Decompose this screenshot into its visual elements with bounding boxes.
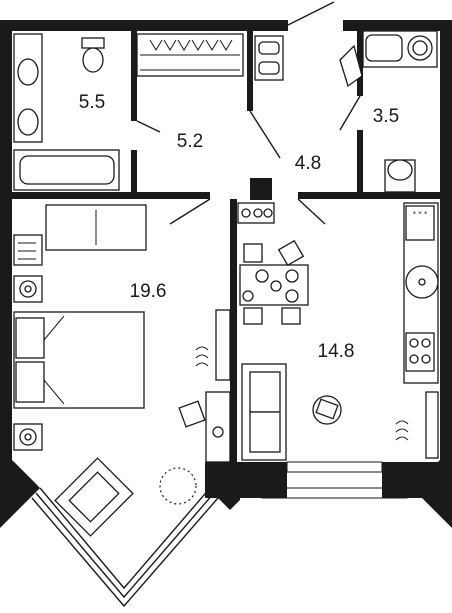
wc-fixtures xyxy=(339,30,438,193)
area-label-bathroom: 5.5 xyxy=(79,92,105,113)
dining-set xyxy=(239,239,309,325)
bedroom-fixtures xyxy=(13,204,231,537)
interior-walls xyxy=(0,31,452,464)
area-label-hall: 4.8 xyxy=(295,153,321,174)
hall-fixtures xyxy=(254,35,284,81)
kitchen-fixtures: * * * xyxy=(237,202,439,384)
area-label-wardrobe: 5.2 xyxy=(177,131,203,152)
bathroom-fixtures xyxy=(13,33,120,191)
room-labels: 5.5 5.2 4.8 3.5 19.6 14.8 xyxy=(79,92,399,362)
interior-doors xyxy=(136,95,361,225)
area-label-wc: 3.5 xyxy=(373,106,399,127)
area-label-bedroom: 19.6 xyxy=(130,281,167,302)
bay-window xyxy=(0,462,240,608)
bottom-window xyxy=(261,461,408,499)
living-fixtures xyxy=(241,363,439,461)
wardrobe-fixtures xyxy=(136,33,244,77)
area-label-kitchen-living: 14.8 xyxy=(318,341,355,362)
svg-text:* * *: * * * xyxy=(413,210,428,218)
entrance-door xyxy=(287,1,335,26)
